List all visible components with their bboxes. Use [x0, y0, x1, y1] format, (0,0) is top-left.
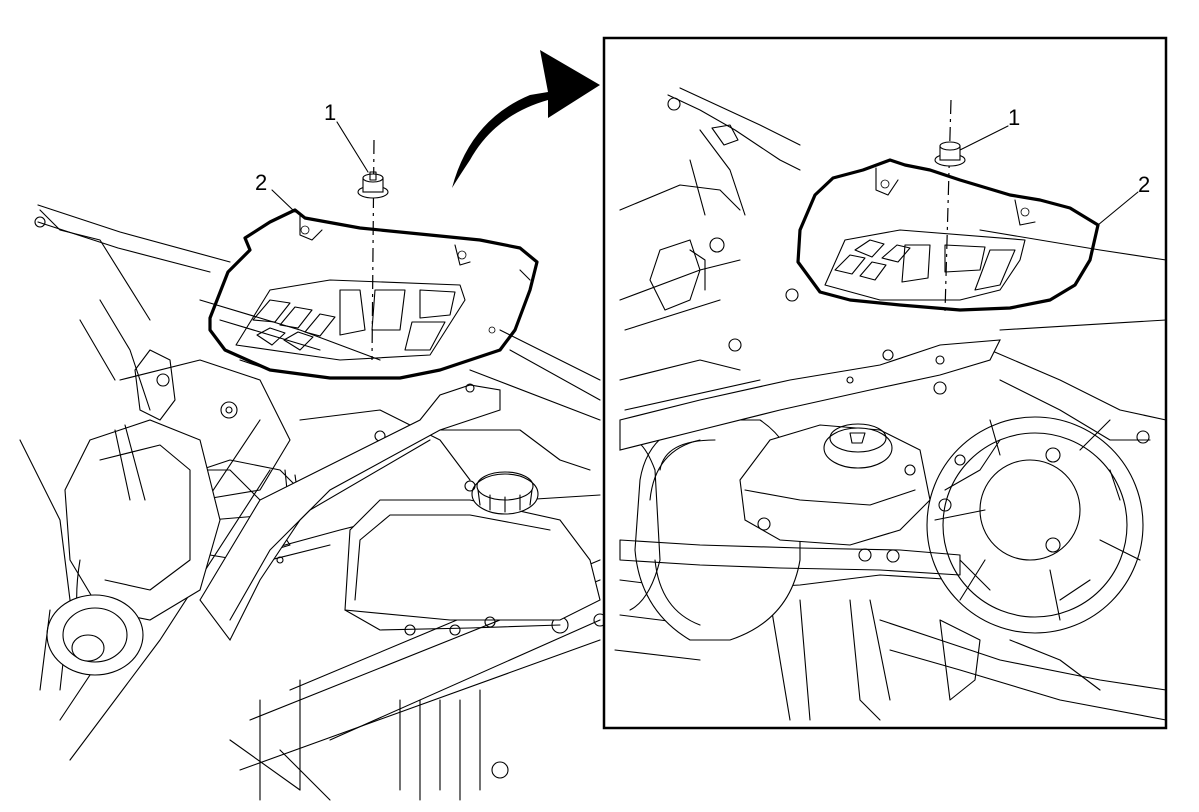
left-fastener [357, 139, 389, 361]
left-support-bar [199, 383, 501, 642]
left-callout-2: 2 [255, 170, 267, 195]
right-callouts: 1 2 [959, 105, 1150, 226]
right-reservoir [739, 423, 931, 563]
left-reservoir [344, 471, 601, 636]
left-motor [39, 349, 221, 691]
right-support-bar [619, 339, 1001, 576]
right-callout-1: 1 [1008, 105, 1020, 130]
left-callout-1: 1 [324, 100, 336, 125]
right-cowl-panel [796, 158, 1100, 312]
curved-arrow-icon [452, 50, 600, 188]
left-view: 1 2 [19, 100, 607, 801]
right-fastener [934, 99, 966, 313]
left-callouts: 1 2 [255, 100, 369, 213]
right-callout-2: 2 [1138, 172, 1150, 197]
right-fan [926, 416, 1144, 634]
left-cowl-panel [208, 208, 539, 380]
right-inset: 1 2 [602, 36, 1168, 730]
